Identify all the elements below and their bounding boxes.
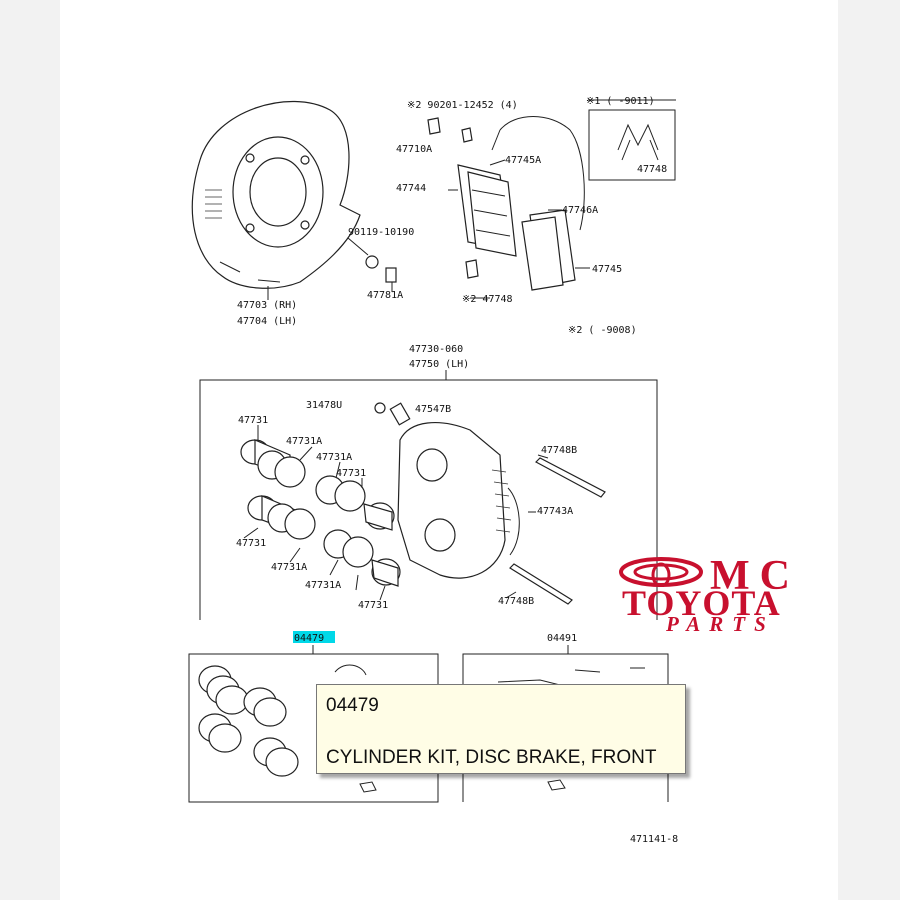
label-seal-b[interactable]: 47731A: [316, 452, 352, 463]
leader-bolt: [347, 237, 393, 292]
leaders-pads: [448, 159, 590, 299]
label-washer[interactable]: 90119-10190: [348, 227, 414, 238]
label-page-code: 471141-8: [630, 834, 678, 845]
bolt-part[interactable]: [365, 255, 397, 283]
label-caliper-rh[interactable]: 47730-060: [409, 344, 463, 355]
anti-squeal-shim-part[interactable]: [521, 209, 576, 291]
inset-box: [588, 109, 676, 181]
label-kit-front[interactable]: 04479: [294, 633, 324, 644]
tooltip-part-code: 04479: [326, 695, 379, 716]
brake-pad-part[interactable]: [457, 164, 517, 257]
label-piston-4[interactable]: 47731: [358, 600, 388, 611]
kit-seal-rings[interactable]: [198, 665, 299, 777]
caliper-pins-part[interactable]: [507, 457, 606, 605]
label-piston-seal[interactable]: 47731A: [286, 436, 322, 447]
label-footnote-2: ※2 ( -9008): [568, 325, 637, 336]
anti-rattle-spring-part[interactable]: [617, 123, 659, 161]
label-bleeder-cap[interactable]: 47547B: [415, 404, 451, 415]
logo-mc-text: MC: [710, 553, 800, 599]
label-piston-3[interactable]: 47731: [236, 538, 266, 549]
label-anti-squeal-b[interactable]: 47745: [592, 264, 622, 275]
label-shim[interactable]: 47746A: [562, 205, 598, 216]
label-bolt-note[interactable]: ※2 90201-12452 (4): [407, 100, 518, 111]
kit-clips: [359, 779, 566, 793]
piston-seal-set-upper[interactable]: [240, 439, 395, 531]
pad-clip-part[interactable]: [427, 117, 479, 279]
highlight-kit-front: [293, 631, 335, 643]
label-pin-b[interactable]: 47748B: [498, 596, 534, 607]
logo-parts-text: PARTS: [666, 612, 775, 636]
label-spring[interactable]: 47743A: [537, 506, 573, 517]
label-pad[interactable]: 47744: [396, 183, 426, 194]
kit-small-parts: [334, 664, 645, 686]
part-tooltip: 04479 CYLINDER KIT, DISC BRAKE, FRONT: [316, 684, 686, 774]
label-seal-c[interactable]: 47731A: [271, 562, 307, 573]
label-seal-d[interactable]: 47731A: [305, 580, 341, 591]
label-pin-a[interactable]: 47748B: [541, 445, 577, 456]
label-piston-2[interactable]: 47731: [336, 468, 366, 479]
leaders-caliper: [243, 425, 549, 601]
caliper-outline-part: [491, 116, 585, 231]
label-caliper-lh[interactable]: 47750 (LH): [409, 359, 469, 370]
label-inset-part[interactable]: 47748: [637, 164, 667, 175]
label-piston[interactable]: 47731: [238, 415, 268, 426]
label-anti-squeal-a[interactable]: 47745A: [505, 155, 541, 166]
label-pin-note[interactable]: ※2 47748: [462, 294, 513, 305]
piston-seal-set-lower[interactable]: [247, 495, 401, 587]
caliper-group-box: [199, 379, 658, 620]
label-dust-cover-lh[interactable]: 47704 (LH): [237, 316, 297, 327]
logo-toyota-text: TOYOTA: [622, 583, 781, 623]
label-dust-cover-rh[interactable]: 47703 (RH): [237, 300, 297, 311]
dust-cover-part[interactable]: [191, 100, 361, 289]
toyota-emblem-icon: [619, 557, 703, 587]
label-kit-pad[interactable]: 04491: [547, 633, 577, 644]
tooltip-part-description: CYLINDER KIT, DISC BRAKE, FRONT: [326, 747, 657, 768]
label-bolt[interactable]: 47781A: [367, 290, 403, 301]
mc-toyota-logo: MC TOYOTA PARTS: [618, 555, 876, 637]
label-pad-clip[interactable]: 47710A: [396, 144, 432, 155]
label-inset-note[interactable]: ※1 ( -9011): [586, 96, 655, 107]
label-bleeder[interactable]: 31478U: [306, 400, 342, 411]
caliper-body-part[interactable]: [374, 402, 512, 579]
